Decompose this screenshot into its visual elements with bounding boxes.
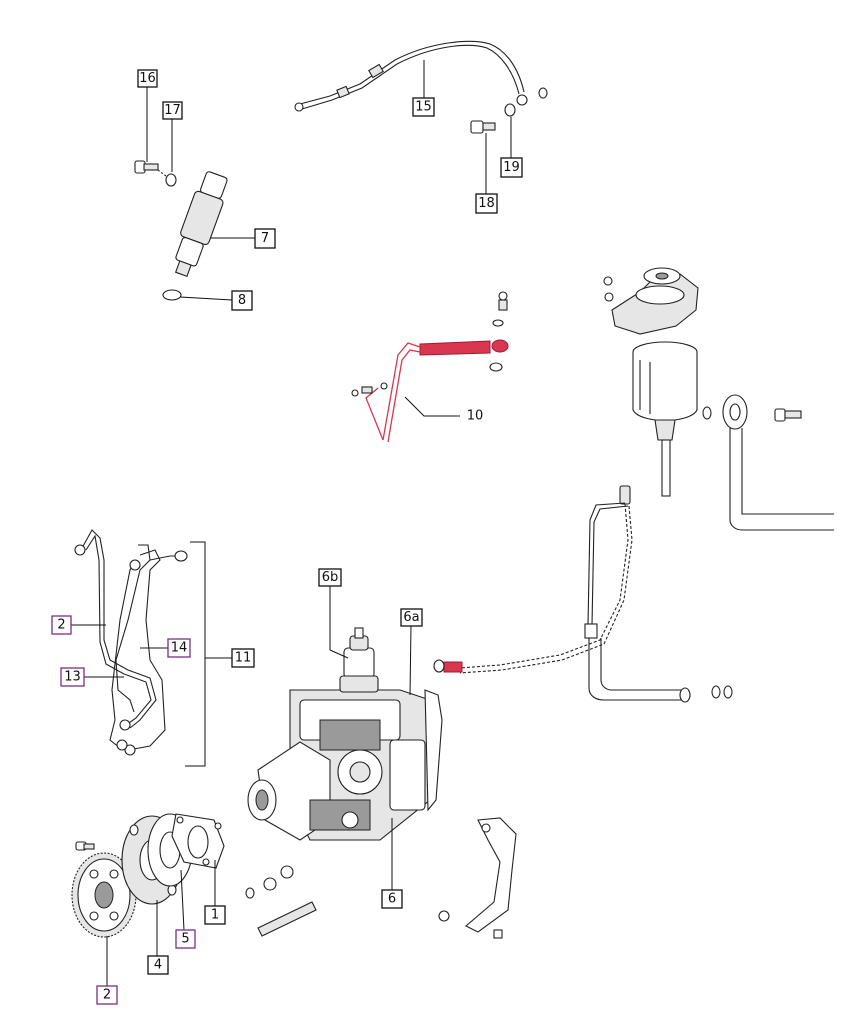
leak-off-pipe-15 <box>294 40 548 112</box>
callout-2-gear: 2 <box>96 985 118 1005</box>
callout-15-label: 15 <box>415 100 432 115</box>
pump-support-bracket <box>438 817 517 939</box>
callout-8-label: 8 <box>238 293 246 308</box>
injector-7 <box>174 171 228 278</box>
studs-and-nuts <box>245 865 317 937</box>
callout-18: 18 <box>475 193 498 214</box>
callout-8: 8 <box>231 290 253 311</box>
banjo-bolt-18 <box>470 120 496 134</box>
bolt-16 <box>134 160 159 174</box>
callout-2-pipes-label: 2 <box>57 618 65 633</box>
callout-6a-label: 6a <box>403 610 419 625</box>
callout-1: 1 <box>204 905 226 925</box>
callout-6-label: 6 <box>388 892 396 907</box>
callout-1-label: 1 <box>211 908 219 923</box>
callout-6: 6 <box>381 889 403 909</box>
callout-2-gear-label: 2 <box>103 988 111 1003</box>
callout-13: 13 <box>60 667 85 687</box>
callout-14: 14 <box>167 638 191 658</box>
callout-7-label: 7 <box>261 231 269 246</box>
return-line-assembly <box>433 485 733 703</box>
injection-pump-6 <box>247 627 443 841</box>
callout-17: 17 <box>162 101 183 120</box>
callout-5-label: 5 <box>181 932 189 947</box>
callout-16: 16 <box>137 69 158 88</box>
leader-lines <box>71 60 512 986</box>
callout-10: 10 <box>467 409 484 424</box>
callout-10-label: 10 <box>467 409 484 424</box>
callout-5: 5 <box>175 929 196 949</box>
callout-6a: 6a <box>400 608 423 627</box>
callout-11: 11 <box>231 648 255 668</box>
injector-assembly <box>134 160 228 301</box>
washer-17 <box>165 173 177 187</box>
fuel-filter-assembly <box>603 267 834 531</box>
callout-11-label: 11 <box>235 651 252 666</box>
callout-2-pipes: 2 <box>51 615 72 635</box>
callout-19: 19 <box>500 157 523 178</box>
drive-gear-2 <box>71 841 137 938</box>
callout-4-label: 4 <box>154 958 162 973</box>
washer-19 <box>504 103 516 117</box>
callout-15: 15 <box>412 97 435 117</box>
callout-19-label: 19 <box>503 160 520 175</box>
callout-17-label: 17 <box>164 103 181 118</box>
gasket-1 <box>171 813 225 869</box>
callout-13-label: 13 <box>64 670 81 685</box>
callout-4: 4 <box>147 955 169 975</box>
callout-6b: 6b <box>318 568 342 587</box>
seal-8 <box>162 289 182 301</box>
callout-16-label: 16 <box>139 71 156 86</box>
fuel-pipe-10-highlighted <box>351 291 509 443</box>
callout-7: 7 <box>254 228 276 249</box>
injection-pipe-set-11 <box>74 529 232 767</box>
callout-6b-label: 6b <box>322 570 339 585</box>
callout-18-label: 18 <box>478 196 495 211</box>
callout-14-label: 14 <box>171 641 188 656</box>
